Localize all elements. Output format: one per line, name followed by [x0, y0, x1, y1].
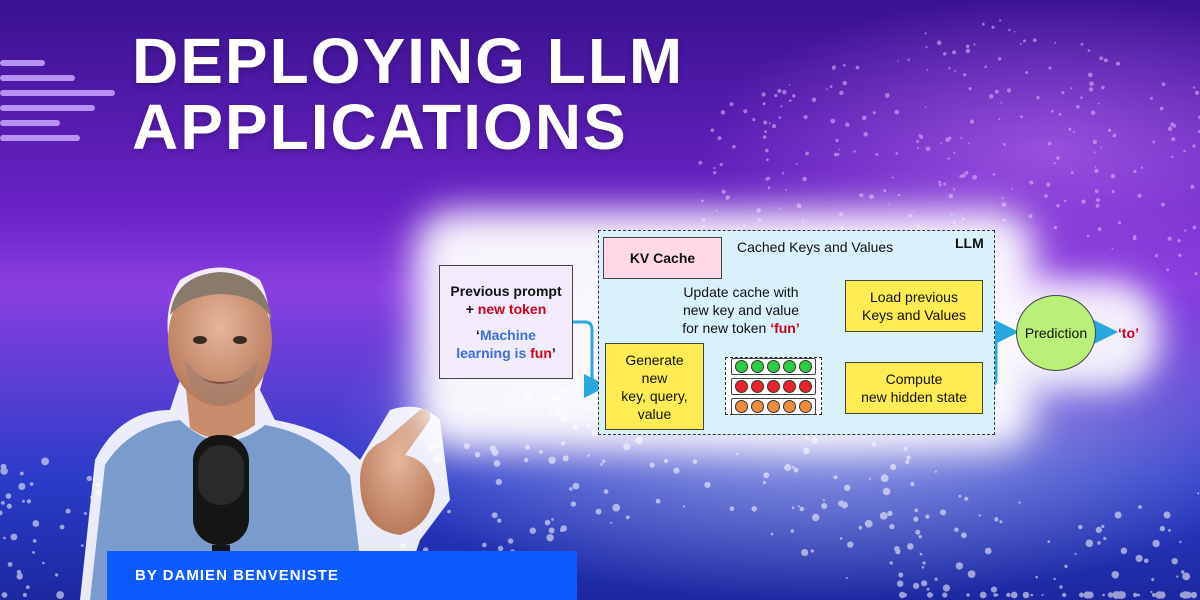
- quote-close: ’: [551, 345, 556, 361]
- update-line-1: Update cache with: [683, 284, 799, 300]
- update-line-2: new key and value: [683, 302, 799, 318]
- generate-line-2: new: [641, 369, 668, 386]
- token-dot: [751, 399, 764, 413]
- token-dot: [735, 399, 748, 413]
- load-line-1: Load previous: [870, 289, 958, 305]
- token-row: [731, 397, 816, 415]
- llm-label: LLM: [955, 235, 984, 251]
- token-dot: [799, 359, 812, 373]
- author-name: BY DAMIEN BENVENISTE: [135, 567, 339, 584]
- load-previous-box: Load previous Keys and Values: [845, 280, 983, 332]
- prediction-label: Prediction: [1024, 325, 1088, 341]
- input-plus: +: [465, 301, 478, 317]
- title-line-2: APPLICATIONS: [132, 91, 628, 163]
- token-dot: [767, 359, 780, 373]
- token-dot: [767, 379, 780, 393]
- speed-lines: [0, 60, 115, 150]
- update-fun: ‘fun’: [770, 320, 800, 336]
- generate-box: Generate new key, query, value: [605, 343, 704, 430]
- input-prompt-box: Previous prompt + new token ‘Machine lea…: [439, 265, 573, 379]
- token-dot: [735, 379, 748, 393]
- microphone-icon: [193, 435, 249, 600]
- input-new-token: new token: [477, 301, 547, 317]
- compute-box: Compute new hidden state: [845, 362, 983, 414]
- update-cache-label: Update cache with new key and value for …: [676, 283, 806, 337]
- token-dot: [783, 359, 796, 373]
- token-dot: [783, 379, 796, 393]
- kv-cache-label: KV Cache: [629, 250, 696, 266]
- update-line-3: for new token: [682, 320, 771, 336]
- cached-label: Cached Keys and Values: [737, 239, 894, 255]
- token-row: [731, 357, 816, 375]
- page-title: DEPLOYING LLM APPLICATIONS: [132, 28, 684, 160]
- token-matrix: [725, 357, 822, 415]
- token-dot: [751, 379, 764, 393]
- token-dot: [751, 359, 764, 373]
- token-row: [731, 377, 816, 395]
- input-line-1: Previous prompt: [450, 283, 562, 299]
- token-dot: [783, 399, 796, 413]
- token-dot: [735, 359, 748, 373]
- quote-fun: fun: [530, 345, 552, 361]
- quote-open: ‘: [476, 327, 480, 343]
- token-dot: [799, 399, 812, 413]
- quote-word-1: Machine: [479, 327, 536, 343]
- kv-cache-box: KV Cache: [603, 237, 722, 279]
- quote-word-2: learning is: [456, 345, 531, 361]
- compute-line-2: new hidden state: [861, 389, 967, 405]
- author-byline: BY DAMIEN BENVENISTE: [107, 551, 577, 600]
- arrow-input-generate: [571, 320, 608, 398]
- token-dot: [799, 379, 812, 393]
- prediction-circle: Prediction: [1016, 295, 1096, 371]
- compute-line-1: Compute: [885, 371, 943, 387]
- generate-line-1: Generate: [625, 351, 684, 368]
- token-dot: [767, 399, 780, 413]
- output-token: ‘to’: [1118, 325, 1139, 341]
- generate-line-3: key, query,: [621, 387, 688, 404]
- generate-line-4: value: [637, 405, 672, 422]
- title-line-1: DEPLOYING LLM: [132, 25, 685, 97]
- load-line-2: Keys and Values: [861, 307, 967, 323]
